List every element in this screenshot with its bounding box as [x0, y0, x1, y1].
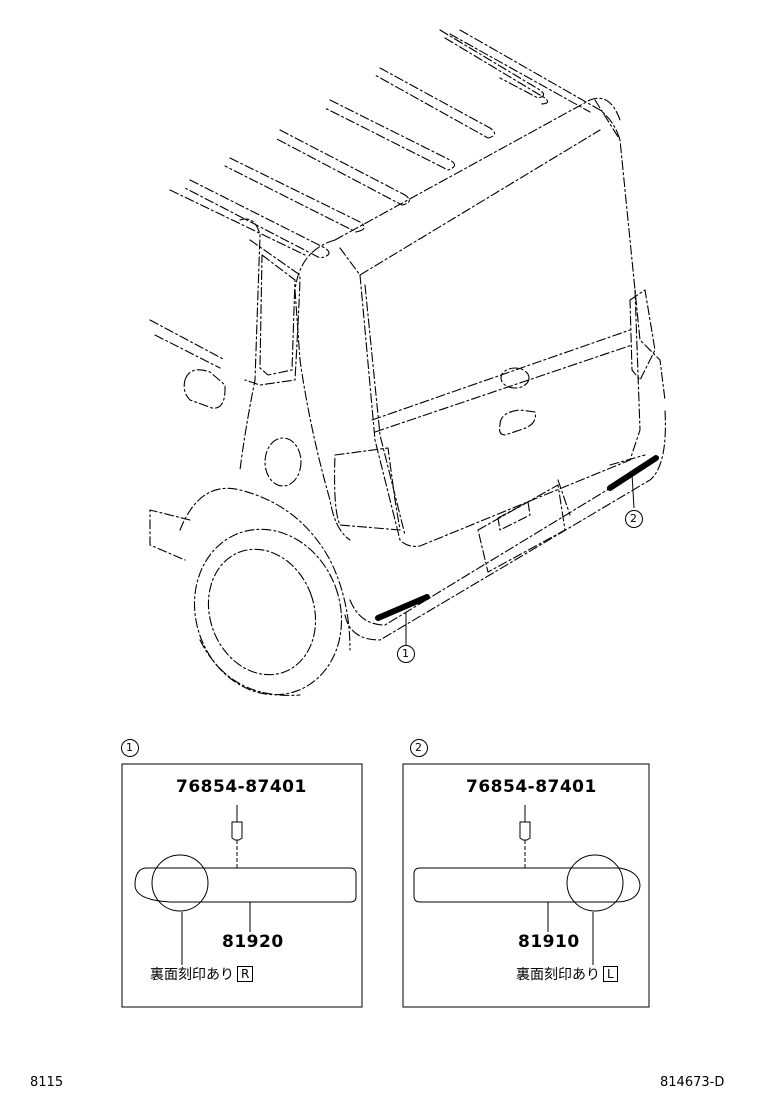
rear-wheel	[149, 487, 351, 696]
back-door-molding-2	[607, 455, 659, 491]
rear-bumper	[344, 409, 666, 641]
engraving-note-r-text: 裏面刻印あり	[150, 967, 234, 983]
panel-2-callout-label: 2	[415, 741, 422, 754]
tail-lamp-right	[629, 289, 656, 381]
side-mark-l: L	[603, 966, 618, 982]
molding-l-shape	[413, 867, 641, 903]
engraving-note-l-text: 裏面刻印あり	[516, 967, 600, 983]
page-code: 8115	[30, 1075, 64, 1090]
tail-lamp-left	[334, 447, 401, 531]
molding-r-shape	[134, 867, 357, 903]
license-plate-area	[477, 479, 571, 573]
panel-1-callout-label: 1	[126, 741, 133, 754]
detail-panel-1	[121, 739, 363, 1008]
fuel-lid	[264, 437, 302, 487]
callout-1-marker	[397, 612, 415, 663]
roof-edge	[334, 97, 666, 401]
emblem-and-handle	[499, 367, 536, 436]
detail-panel-2	[402, 739, 650, 1008]
callout-1-label: 1	[402, 647, 409, 660]
clip-part-number-l: 76854-87401	[466, 777, 597, 797]
clip-part-number-r: 76854-87401	[176, 777, 307, 797]
mark-circle-l	[566, 854, 624, 912]
callout-2-marker	[625, 473, 643, 528]
callout-2-label: 2	[630, 512, 637, 525]
side-vent	[183, 369, 226, 409]
molding-part-number-l: 81910	[518, 932, 580, 952]
clip-icon	[231, 821, 243, 841]
mark-circle-r	[151, 854, 209, 912]
side-mark-r: R	[237, 966, 254, 982]
clip-icon	[519, 821, 531, 841]
rear-door-outline	[359, 274, 641, 547]
diagram-code: 814673-D	[660, 1075, 725, 1090]
back-door-molding-1	[375, 594, 430, 621]
roof-rails	[169, 29, 621, 259]
molding-part-number-r: 81920	[222, 932, 284, 952]
rear-body-side	[149, 218, 351, 541]
